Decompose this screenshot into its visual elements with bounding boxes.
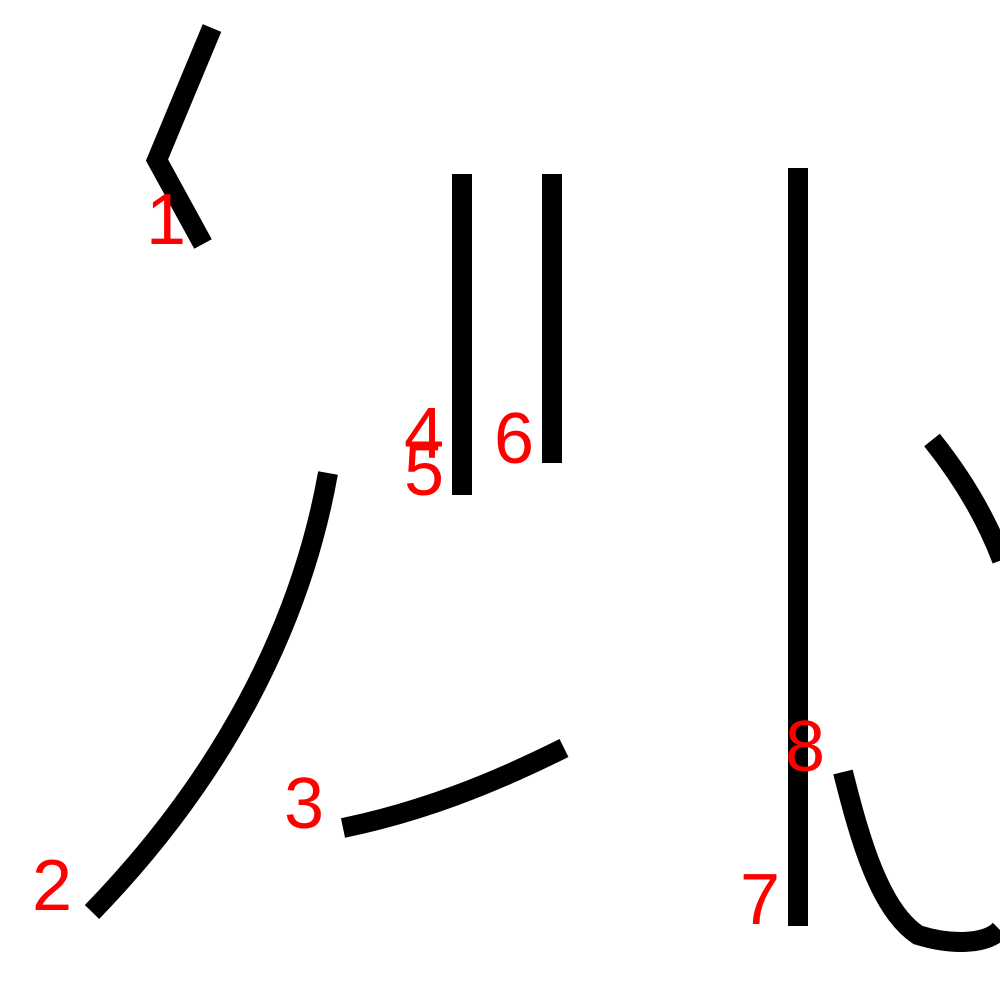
label-5: 5 [404,431,444,511]
label-8: 8 [785,707,825,787]
label-6: 6 [494,399,534,479]
label-1: 1 [146,180,186,260]
stroke-8-upper-arc [924,433,1000,564]
stroke-2 [84,471,338,919]
label-4: 4 [404,394,444,474]
stroke-3 [340,739,569,838]
stroke-8 [833,769,1000,952]
stroke-1 [145,24,222,249]
label-3: 3 [284,764,324,844]
label-2: 2 [32,846,72,926]
label-7: 7 [740,860,780,940]
